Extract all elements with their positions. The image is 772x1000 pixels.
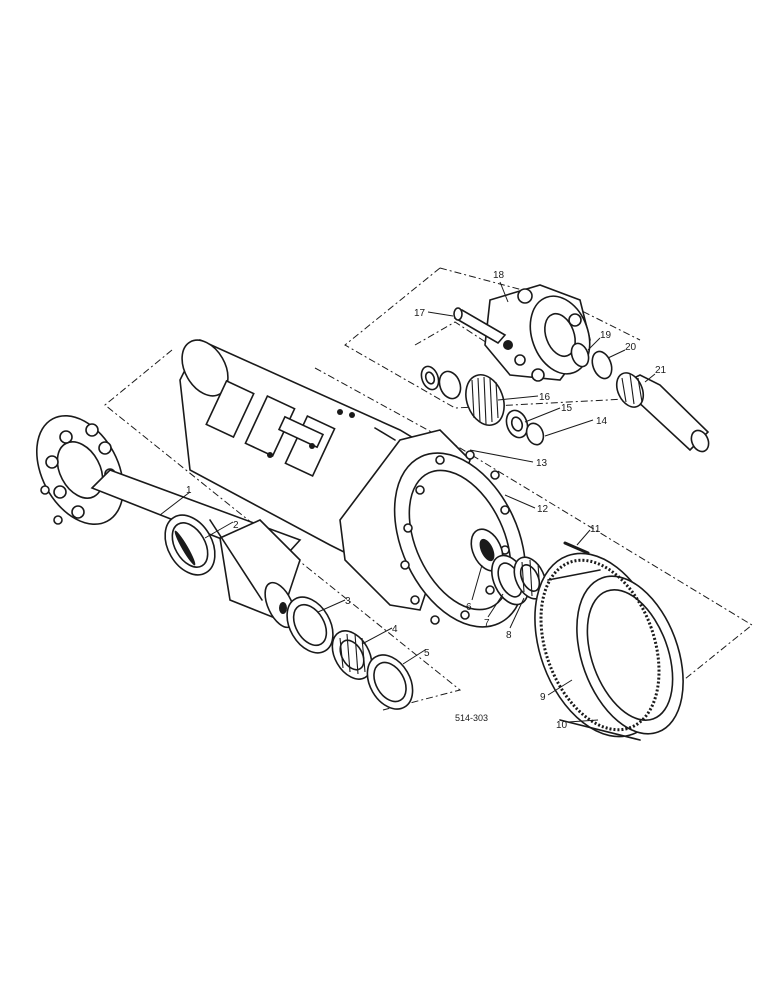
housing-group-boundary xyxy=(314,367,753,684)
callout-14: 14 xyxy=(596,416,608,427)
carrier-group-boundary xyxy=(344,267,646,409)
callout-7: 7 xyxy=(484,618,490,629)
callout-4: 4 xyxy=(392,624,398,635)
ring-part-5 xyxy=(366,654,414,710)
pin-part-11 xyxy=(563,541,590,555)
roller-bearing-part-4 xyxy=(331,630,373,680)
thrust-plate-part-20 xyxy=(591,350,613,380)
callout-8: 8 xyxy=(506,630,512,641)
sun-gear-shaft-part-21 xyxy=(615,372,710,453)
axle-group-boundary xyxy=(104,349,462,711)
ring-gear-parts-9-10 xyxy=(534,552,684,741)
callout-13: 13 xyxy=(536,458,548,469)
callout-19: 19 xyxy=(600,330,612,341)
callout-20: 20 xyxy=(625,342,637,353)
callout-1: 1 xyxy=(186,485,192,496)
callout-6: 6 xyxy=(466,602,472,613)
needle-bearing-part-15 xyxy=(505,409,529,439)
callout-11: 11 xyxy=(590,524,601,535)
callout-9: 9 xyxy=(540,692,546,703)
washer-part-14 xyxy=(525,422,545,446)
diagram-reference-code: 514-303 xyxy=(455,713,488,723)
callout-2: 2 xyxy=(233,520,239,531)
seal-part-2 xyxy=(164,514,216,576)
housing-flange xyxy=(339,429,527,628)
callout-21: 21 xyxy=(655,365,667,376)
callout-10: 10 xyxy=(556,720,568,731)
callout-16: 16 xyxy=(539,392,551,403)
planet-gear-part-16 xyxy=(465,374,505,426)
leader-lines xyxy=(159,281,656,723)
thrust-washers xyxy=(420,365,462,400)
callout-5: 5 xyxy=(424,648,430,659)
callout-18: 18 xyxy=(493,270,505,281)
callout-3: 3 xyxy=(345,596,351,607)
callout-12: 12 xyxy=(537,504,549,515)
callout-15: 15 xyxy=(561,403,573,414)
callout-labels: 1 2 3 4 5 6 7 8 9 10 11 12 13 14 15 16 1… xyxy=(186,270,667,731)
planet-pin-part-17 xyxy=(453,307,507,345)
bearing-cup-part-3 xyxy=(286,596,334,654)
washer-part-19 xyxy=(570,342,590,368)
carrier-group-boundary-2 xyxy=(414,321,511,359)
callout-17: 17 xyxy=(414,308,426,319)
